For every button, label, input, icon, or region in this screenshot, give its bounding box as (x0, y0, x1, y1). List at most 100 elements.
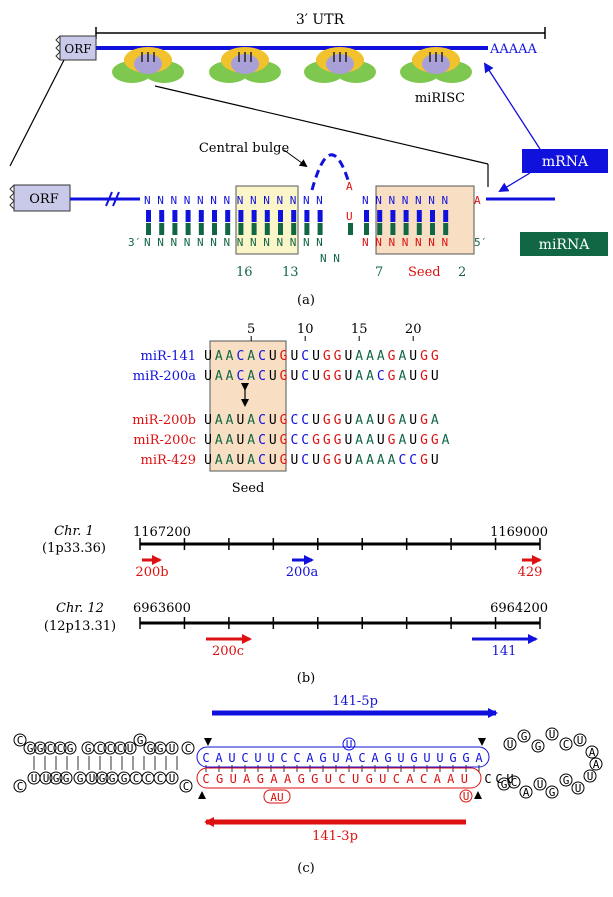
polya-tail: AAAAA (489, 42, 538, 57)
nucleotide: G (319, 751, 326, 765)
nucleotide: C (17, 780, 24, 793)
caption-b: (b) (297, 671, 315, 686)
nucleotide-circle (133, 733, 147, 747)
nucleotide: U (409, 413, 417, 428)
mrna-arrow-down (498, 172, 531, 193)
bulge-a: A (346, 180, 353, 193)
bp-top (146, 210, 151, 222)
seed-label-b: Seed (232, 481, 265, 496)
nucleotide: U (269, 453, 277, 468)
gene-label: 200c (212, 644, 244, 659)
nucleotide: G (63, 772, 70, 785)
bp-top (212, 210, 217, 222)
nucleotide: C (563, 738, 570, 751)
nucleotide-circle (113, 741, 127, 755)
nucleotide: G (388, 349, 396, 364)
nucleotide: U (409, 369, 417, 384)
bot-strand-right: N N N N N N N (362, 236, 448, 249)
bp-top (364, 210, 369, 222)
chr1-name: Chr. 1 (54, 524, 94, 539)
bp-bottom (390, 223, 396, 235)
bp-bottom (278, 223, 283, 235)
nucleotide: G (449, 751, 456, 765)
dicer-cut-mark (474, 791, 482, 799)
nucleotide-circle (571, 781, 585, 795)
dicer-cut-mark (478, 738, 486, 746)
nucleotide: G (121, 772, 128, 785)
nucleotide: A (226, 413, 234, 428)
top-strand-left: N N N N N N N N N N N N N N (144, 194, 323, 207)
nucleotide: U (431, 369, 439, 384)
nucleotide: A (388, 453, 396, 468)
chr12-name: Chr. 12 (56, 601, 104, 616)
mrna-label: mRNA (542, 154, 589, 170)
nucleotide: G (77, 772, 84, 785)
nucleotide: A (215, 453, 223, 468)
chr12-start: 6963600 (133, 601, 191, 616)
nucleotide: A (406, 772, 414, 786)
nucleotide: U (204, 413, 212, 428)
nucleotide: U (325, 772, 332, 786)
nucleotide: G (323, 433, 331, 448)
nucleotide: A (434, 772, 442, 786)
nucleotide: G (420, 349, 428, 364)
nucleotide: U (43, 772, 50, 785)
nucleotide: G (334, 369, 342, 384)
nucleotide: U (204, 349, 212, 364)
nucleotide: A (215, 369, 223, 384)
nucleotide: U (423, 751, 430, 765)
mirna-label-box (520, 232, 608, 256)
chr1-start: 1167200 (133, 525, 191, 540)
nucleotide: G (334, 349, 342, 364)
nucleotide: U (377, 433, 385, 448)
nucleotide: A (226, 433, 234, 448)
gene-label: 429 (518, 565, 543, 580)
nucleotide: A (215, 751, 223, 765)
bp-bottom (185, 223, 191, 235)
bp-bottom (403, 223, 409, 235)
nucleotide: C (511, 776, 518, 789)
nucleotide: A (345, 751, 353, 765)
nucleotide: C (484, 772, 491, 786)
nucleotide: A (377, 349, 385, 364)
nucleotide: G (323, 453, 331, 468)
bp-top (403, 210, 409, 222)
nucleotide: U (269, 349, 277, 364)
nucleotide-circle (93, 741, 107, 755)
bulge-circle (342, 737, 356, 751)
nucleotide-circle (59, 771, 73, 785)
nucleotide: A (447, 772, 455, 786)
nucleotide: G (462, 751, 469, 765)
nucleotide-circle (85, 771, 99, 785)
nucleotide: A (284, 772, 292, 786)
nucleotide: U (269, 433, 277, 448)
pos-13: 13 (282, 265, 299, 280)
nucleotide: G (280, 413, 288, 428)
nucleotide-circle (13, 779, 27, 793)
nucleotide-circle (179, 779, 193, 793)
nucleotide: U (506, 772, 513, 786)
bot-gap: N N (320, 252, 340, 265)
bp-bottom (238, 223, 244, 235)
nucleotide: C (258, 349, 266, 364)
nucleotide: A (398, 413, 406, 428)
nucleotide: U (230, 772, 237, 786)
pos-2: 2 (458, 265, 466, 280)
nucleotide: C (301, 433, 309, 448)
nucleotide: G (67, 742, 74, 755)
nucleotide-circle (507, 775, 521, 789)
nucleotide-circle (95, 771, 109, 785)
nucleotide: G (549, 786, 556, 799)
nucleotide-circle (103, 741, 117, 755)
nucleotide: A (355, 413, 363, 428)
nucleotide: C (258, 413, 266, 428)
nucleotide: G (334, 453, 342, 468)
nucleotide: G (257, 772, 264, 786)
nucleotide: C (157, 772, 164, 785)
nucleotide-circle (43, 741, 57, 755)
blue-box-outline (196, 746, 490, 768)
bulge-u-blue: U (346, 738, 353, 751)
bulge-circle (459, 789, 473, 803)
